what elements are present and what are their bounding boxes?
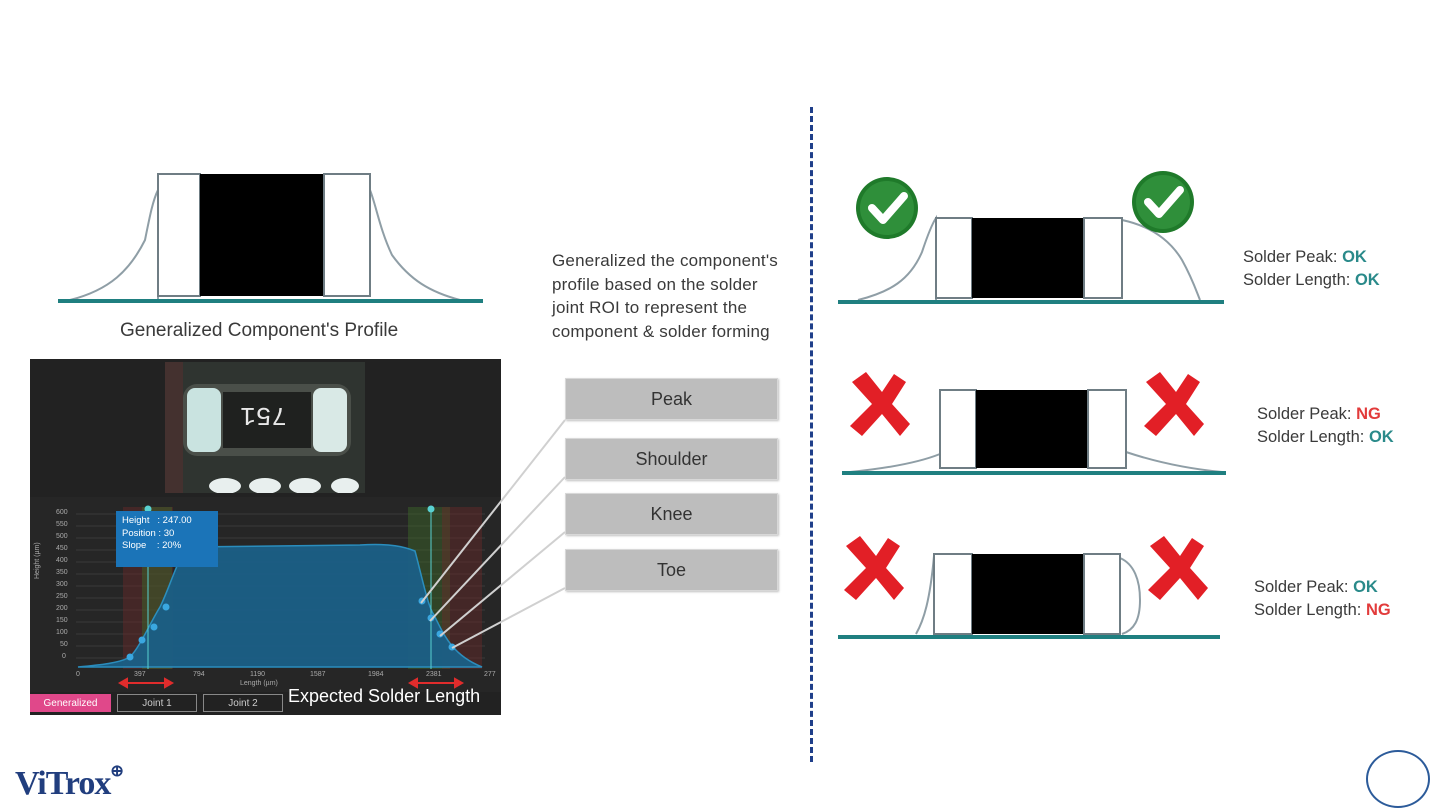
x-tick: 1190: [250, 671, 266, 678]
y-tick: 450: [56, 545, 68, 552]
description-line: joint ROI to represent the: [552, 298, 748, 317]
example-ok-ok: [838, 171, 1224, 304]
y-tick: 0: [62, 653, 66, 660]
vitrox-logo: ViTrox⊕: [15, 763, 124, 803]
y-tick: 50: [60, 641, 68, 648]
peak-status: Solder Peak: OK: [1243, 246, 1380, 269]
expected-solder-length-label: Expected Solder Length: [288, 686, 481, 706]
y-tick: 350: [56, 569, 68, 576]
generalized-profile-diagram: [58, 173, 483, 303]
length-label: Solder Length:: [1257, 428, 1365, 446]
resistor-image: 751: [165, 362, 365, 493]
y-tick: 100: [56, 629, 68, 636]
example-ng-ok: [842, 372, 1226, 475]
check-icon: [856, 177, 918, 239]
x-tick: 397: [134, 671, 146, 678]
y-tick: 200: [56, 605, 68, 612]
component-photo: 751: [165, 362, 365, 493]
description-line: profile based on the solder: [552, 274, 758, 294]
y-tick: 250: [56, 593, 68, 600]
tooltip-position: Position : 30: [122, 527, 175, 539]
length-status: Solder Length: NG: [1254, 599, 1391, 622]
result-2-status: Solder Peak: NG Solder Length: OK: [1257, 403, 1394, 449]
check-icon: [1132, 171, 1194, 233]
peak-status: Solder Peak: NG: [1257, 403, 1394, 426]
section-divider: [810, 107, 813, 762]
logo-mark-icon: ⊕: [110, 763, 123, 780]
result-3-status: Solder Peak: OK Solder Length: NG: [1254, 576, 1391, 622]
y-tick: 550: [56, 521, 68, 528]
tab-joint-2[interactable]: Joint 2: [203, 694, 283, 712]
term-knee: Knee: [565, 493, 778, 535]
result-1-status: Solder Peak: OK Solder Length: OK: [1243, 246, 1380, 292]
x-tick: 1984: [368, 671, 384, 678]
x-tick: 2381: [426, 671, 442, 678]
term-shoulder: Shoulder: [565, 438, 778, 480]
cross-icon: [1148, 536, 1208, 600]
x-tick: 794: [193, 671, 205, 678]
profile-description: Generalized the component's profile base…: [552, 249, 778, 343]
peak-value: OK: [1353, 578, 1378, 596]
length-status: Solder Length: OK: [1243, 269, 1380, 292]
length-status: Solder Length: OK: [1257, 426, 1394, 449]
length-label: Solder Length:: [1243, 271, 1351, 289]
cross-icon: [1144, 372, 1204, 436]
x-tick: 277: [484, 671, 496, 678]
joint-tabs: Generalized Joint 1 Joint 2: [30, 694, 283, 712]
peak-label: Solder Peak:: [1257, 405, 1352, 423]
y-tick: 300: [56, 581, 68, 588]
results-diagram: [838, 171, 1226, 639]
term-toe: Toe: [565, 549, 778, 591]
height-profile-chart: [30, 497, 501, 692]
y-tick: 600: [56, 509, 68, 516]
length-value: OK: [1354, 271, 1380, 289]
peak-status: Solder Peak: OK: [1254, 576, 1391, 599]
term-peak: Peak: [565, 378, 778, 420]
peak-value: NG: [1356, 405, 1381, 423]
cross-icon: [850, 372, 910, 436]
length-value: NG: [1365, 601, 1391, 619]
point-tooltip: Height : 247.00 Position : 30 Slope : 20…: [116, 511, 218, 567]
tooltip-height: Height : 247.00: [122, 515, 192, 526]
connector-lines: [420, 419, 566, 649]
y-tick: 150: [56, 617, 68, 624]
x-axis-label: Length (µm): [240, 680, 278, 687]
tooltip-slope: Slope : 20%: [122, 540, 182, 551]
tab-joint-1[interactable]: Joint 1: [117, 694, 197, 712]
logo-text: ViTrox: [15, 765, 111, 802]
x-tick: 0: [76, 671, 80, 678]
peak-label: Solder Peak:: [1243, 248, 1338, 266]
peak-label: Solder Peak:: [1254, 578, 1349, 596]
y-tick: 400: [56, 557, 68, 564]
description-line: Generalized the component's: [552, 251, 779, 270]
length-value: OK: [1368, 428, 1394, 446]
description-line: component & solder forming: [552, 321, 770, 341]
example-ok-ng: [838, 536, 1220, 639]
page-badge-circle: [1366, 750, 1430, 808]
cross-icon: [844, 536, 904, 600]
profile-caption: Generalized Component's Profile: [120, 320, 399, 341]
tab-generalized[interactable]: Generalized: [30, 694, 111, 712]
peak-value: OK: [1342, 248, 1367, 266]
x-tick: 1587: [310, 671, 326, 678]
y-tick: 500: [56, 533, 68, 540]
svg-text:751: 751: [240, 400, 287, 430]
inspection-panel: 751: [30, 359, 501, 715]
length-label: Solder Length:: [1254, 601, 1362, 619]
